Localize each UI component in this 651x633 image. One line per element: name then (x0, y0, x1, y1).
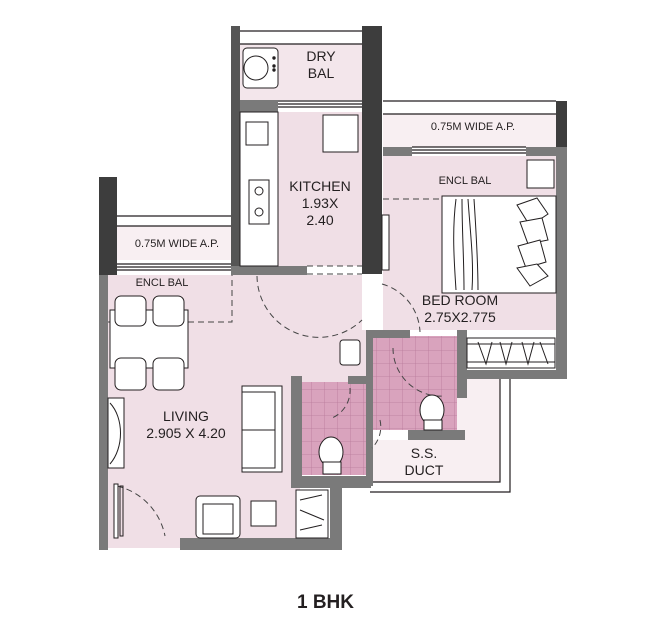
walls (99, 26, 567, 550)
left-encl-bal-label: ENCL BAL (135, 277, 189, 289)
wall-column (99, 177, 117, 275)
toilet-icon (419, 394, 445, 431)
side-table (250, 500, 277, 527)
sink-icon (245, 121, 269, 146)
left-ap-floor (117, 226, 232, 260)
plan-title: 1 BHK (296, 592, 354, 613)
duct-floor (370, 378, 500, 482)
fixtures (107, 47, 557, 539)
fridge-icon (322, 114, 359, 153)
wash-basin-icon (339, 339, 361, 366)
duct-label: S.S. DUCT (404, 445, 444, 479)
wardrobe-icon (466, 337, 556, 369)
right-encl-bal-label: ENCL BAL (438, 175, 492, 187)
dry-balcony-label: DRY BAL (306, 48, 336, 82)
bedroom-label: BED ROOM 2.75X2.775 (421, 292, 499, 326)
right-ap-floor (383, 114, 556, 147)
kitchen-label: KITCHEN 1.93X 2.40 (289, 178, 351, 229)
wall-column (362, 26, 382, 274)
toilet-2-floor (373, 336, 457, 430)
armchair-icon (195, 495, 241, 539)
stove-icon (248, 179, 270, 225)
living-label: LIVING 2.905 X 4.20 (146, 408, 226, 442)
washing-machine-icon (242, 47, 279, 89)
bed-icon (441, 195, 557, 294)
duct-wardrobe (295, 489, 329, 539)
toilet-icon (318, 436, 344, 475)
wall-column (231, 26, 240, 274)
wall-column (556, 101, 567, 147)
sofa-icon (241, 385, 283, 473)
right-ap-label: 0.75M WIDE A.P. (430, 121, 516, 133)
dining-table-icon (109, 295, 189, 391)
left-ap-label: 0.75M WIDE A.P. (134, 238, 220, 250)
thin-lines (117, 30, 556, 493)
tv-unit-icon (107, 397, 125, 469)
